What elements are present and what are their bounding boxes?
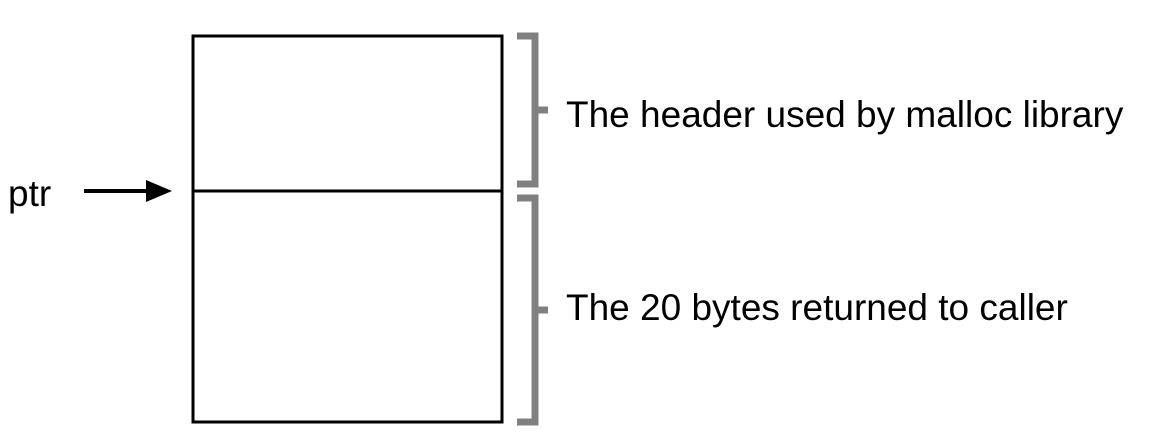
ptr-label: ptr: [8, 173, 52, 214]
header-region-label: The header used by malloc library: [566, 94, 1124, 135]
header-bracket: [517, 32, 548, 188]
payload-region-label: The 20 bytes returned to caller: [566, 287, 1068, 328]
payload-bracket: [517, 194, 548, 426]
ptr-arrow-icon: [84, 180, 172, 202]
memory-block: [191, 34, 504, 424]
